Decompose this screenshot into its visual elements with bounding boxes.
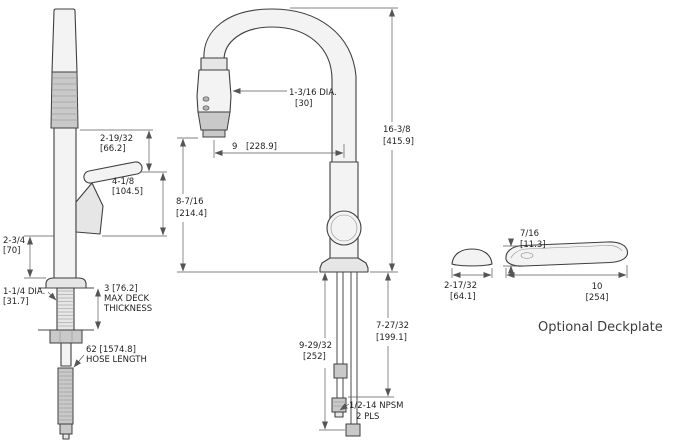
side-hose-tip — [62, 433, 70, 440]
dim-hose-drop-short: 7-27/32 — [376, 321, 409, 331]
side-spray-head — [50, 71, 79, 129]
dim-overall-height-mm: [415.9] — [383, 137, 414, 147]
dim-hose-length: 62 [1574.8] — [86, 345, 136, 355]
dim-handle-height: 4-1/8 — [112, 177, 134, 187]
side-nut-facets — [59, 330, 73, 343]
dim-spout-reach: 9 — [232, 142, 237, 152]
dim-plate-thickness-mm: [11.3] — [520, 240, 546, 250]
dim-plate-width: 10 — [592, 282, 603, 292]
front-valve-cap-ring — [330, 214, 358, 242]
deckplate-drawing — [451, 241, 629, 267]
front-view-dimensions: 1-3/16 DIA. [30] 9 [228.9] 16-3/8 [415.9… — [176, 7, 414, 431]
leader-thread-spec — [339, 403, 350, 411]
dim-hose-drop-long-mm: [252] — [303, 352, 326, 362]
deckplate-cap — [451, 248, 493, 267]
dim-shank-dia-mm: [31.7] — [3, 297, 29, 307]
side-view-dimensions: 2-19/32 [66.2] 4-1/8 [104.5] 2-3/4 [70] … — [3, 129, 167, 368]
dim-shank-dia: 1-1/4 DIA. — [3, 287, 45, 297]
front-base — [319, 257, 369, 273]
spray-button-bottom — [202, 105, 210, 111]
hose-ferrule — [333, 363, 348, 379]
deckplate-hole — [520, 252, 534, 259]
dim-spout-dia: 1-3/16 DIA. — [289, 88, 337, 98]
dim-hose-drop-short-mm: [199.1] — [376, 333, 407, 343]
dim-hose-drop-long: 9-29/32 — [299, 341, 332, 351]
dim-plate-width-mm: [254] — [586, 293, 609, 303]
dim-thread-spec-l2: 2 PLS — [356, 412, 379, 422]
hose-connector-left-tip — [334, 411, 344, 418]
side-hose-tube — [60, 342, 72, 367]
side-view-drawing — [38, 8, 143, 440]
side-mounting-nut — [49, 329, 83, 344]
dim-deck-thickness-l3: THICKNESS — [103, 304, 152, 314]
front-aerator — [202, 129, 226, 138]
side-shank-threads — [57, 290, 74, 327]
deckplate-contour — [510, 245, 623, 259]
side-body — [53, 127, 77, 279]
side-spray-head-ridges — [51, 77, 78, 121]
ext-line — [177, 137, 318, 273]
dim-plate-thickness: 7/16 — [520, 229, 539, 239]
dim-spout-reach-mm: [228.9] — [246, 142, 277, 152]
front-valve-cap — [326, 210, 362, 246]
leader-hose-length — [73, 354, 85, 368]
hose-connector-right — [345, 423, 361, 437]
dim-cap-width-mm: [64.1] — [450, 292, 476, 302]
dim-handle-offset-mm: [66.2] — [100, 144, 126, 154]
ext-line — [505, 265, 628, 278]
spray-button-top — [202, 96, 210, 102]
dim-handle-offset: 2-19/32 — [100, 134, 133, 144]
side-handle-hub — [75, 182, 104, 235]
dim-thread-spec: 1/2-14 NPSM — [349, 401, 403, 411]
front-hose-lines — [336, 272, 358, 424]
dim-deck-thickness-l2: MAX DECK — [104, 294, 150, 304]
dim-spout-clearance-mm: [214.4] — [176, 209, 207, 219]
dim-body-height-mm: [70] — [3, 246, 20, 256]
dim-spout-clearance: 8-7/16 — [176, 197, 204, 207]
front-gooseneck-spout — [203, 8, 357, 163]
hose-connector-left — [331, 397, 347, 413]
dim-cap-width: 2-17/32 — [444, 281, 477, 291]
leader-shank-dia — [47, 291, 57, 301]
side-spout-top — [51, 8, 78, 73]
dim-overall-height: 16-3/8 — [383, 125, 411, 135]
dim-handle-height-mm: [104.5] — [112, 187, 143, 197]
dim-deck-thickness: 3 [76.2] — [104, 284, 138, 294]
ext-line — [290, 7, 398, 273]
dim-hose-length-l2: HOSE LENGTH — [86, 355, 147, 365]
ext-line — [213, 140, 345, 158]
side-hose-corrugation — [58, 371, 73, 421]
side-base-flange — [45, 277, 87, 289]
front-spray-head-lower — [197, 111, 231, 131]
dim-spout-dia-mm: [30] — [295, 99, 312, 109]
deckplate-caption: Optional Deckplate — [538, 320, 663, 335]
front-spray-head — [196, 69, 232, 113]
side-hose-fitting — [59, 423, 73, 435]
dim-body-height: 2-3/4 — [3, 236, 25, 246]
front-head-collar — [200, 57, 228, 71]
ext-line — [451, 268, 493, 278]
deckplate-dimensions: 7/16 [11.3] 2-17/32 [64.1] 10 [254] Opti… — [444, 229, 663, 335]
front-view-drawing — [196, 8, 369, 437]
